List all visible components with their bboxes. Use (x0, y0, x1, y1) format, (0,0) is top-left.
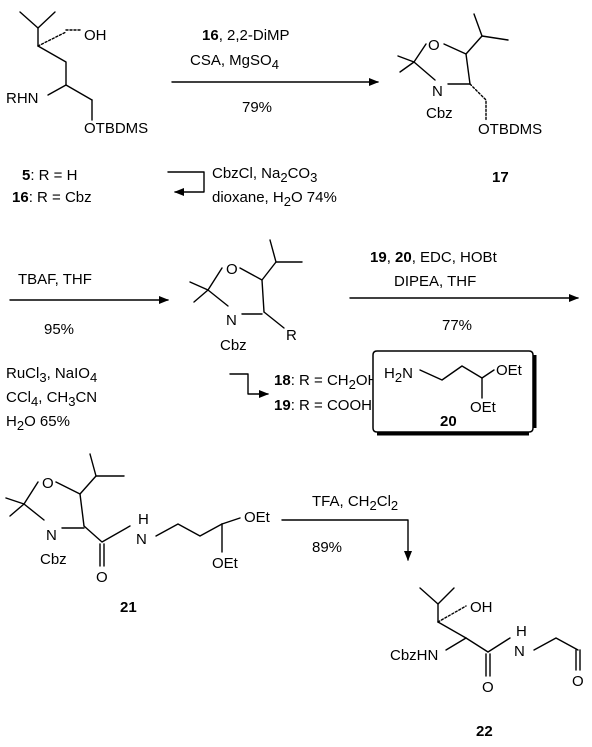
arrow-1-reagents: 16, 2,2-DiMP (202, 27, 290, 44)
arrow-1-reagents-2: CSA, MgSO4 (190, 52, 279, 72)
arrow-3-yield: 95% (44, 321, 74, 338)
rhn-label: RHN (6, 90, 39, 107)
cbz-label: Cbz (40, 551, 67, 568)
caption-19: 19: R = COOH (274, 397, 372, 414)
arrow-5 (229, 373, 269, 398)
oh-label: OH (470, 599, 493, 616)
caption-5: 5: R = H (22, 167, 77, 184)
compound-5-16-structure: OH RHN OTBDMS (6, 11, 148, 137)
compound-number-21: 21 (120, 599, 137, 616)
compound-22-structure: OH CbzHN H N O O (390, 587, 584, 696)
r-label: R (286, 327, 297, 344)
compound-20-box: H2N OEt OEt 20 (372, 350, 537, 436)
oet-label-1: OEt (244, 509, 271, 526)
nh-label: N (136, 531, 147, 548)
compound-18-19-structure: O N Cbz R (189, 239, 303, 354)
caption-16: 16: R = Cbz (12, 189, 92, 206)
n-label: N (46, 527, 57, 544)
arrow-5-reagents-2: CCl4, CH3CN (6, 389, 97, 409)
otbdms-label: OTBDMS (84, 120, 148, 137)
oet-label-1: OEt (496, 362, 523, 379)
h2n-label: H2N (384, 365, 413, 385)
cbz-label: Cbz (220, 337, 247, 354)
arrow-4-reagents-2: DIPEA, THF (394, 273, 476, 290)
caption-18: 18: R = CH2OH (274, 372, 378, 392)
arrow-6 (281, 519, 412, 561)
n-label: N (226, 312, 237, 329)
h-label: H (516, 623, 527, 640)
h-label: H (138, 511, 149, 528)
otbdms-label: OTBDMS (478, 121, 542, 138)
compound-21-structure: O N Cbz H N O OEt OEt (5, 453, 271, 586)
carbonyl-o-label: O (96, 569, 108, 586)
arrow-5-reagents: RuCl3, NaIO4 (6, 365, 97, 385)
nh-label: N (514, 643, 525, 660)
arrow-5-reagents-3: H2O 65% (6, 413, 70, 433)
arrow-4-yield: 77% (442, 317, 472, 334)
o-label: O (42, 475, 54, 492)
cbz-label: Cbz (426, 105, 453, 122)
n-label: N (432, 83, 443, 100)
compound-number-20: 20 (440, 413, 457, 430)
arrow-2-reagents-2: dioxane, H2O 74% (212, 189, 337, 209)
oet-label-2: OEt (212, 555, 239, 572)
compound-17-structure: O N Cbz OTBDMS (397, 13, 542, 138)
compound-number-22: 22 (476, 723, 493, 740)
arrow-6-yield: 89% (312, 539, 342, 556)
compound-number-17: 17 (492, 169, 509, 186)
arrow-1-yield: 79% (242, 99, 272, 116)
carbonyl-o-label: O (482, 679, 494, 696)
arrow-4-reagents: 19, 20, EDC, HOBt (370, 249, 498, 266)
arrow-2-reagents: CbzCl, Na2CO3 (212, 165, 317, 185)
o-label: O (226, 261, 238, 278)
oet-label-2: OEt (470, 399, 497, 416)
arrow-3-reagents: TBAF, THF (18, 271, 92, 288)
aldehyde-o-label: O (572, 673, 584, 690)
oh-label: OH (84, 27, 107, 44)
arrow-2 (167, 171, 205, 196)
arrow-6-reagents: TFA, CH2Cl2 (312, 493, 398, 513)
o-label: O (428, 37, 440, 54)
cbzhn-label: CbzHN (390, 647, 438, 664)
